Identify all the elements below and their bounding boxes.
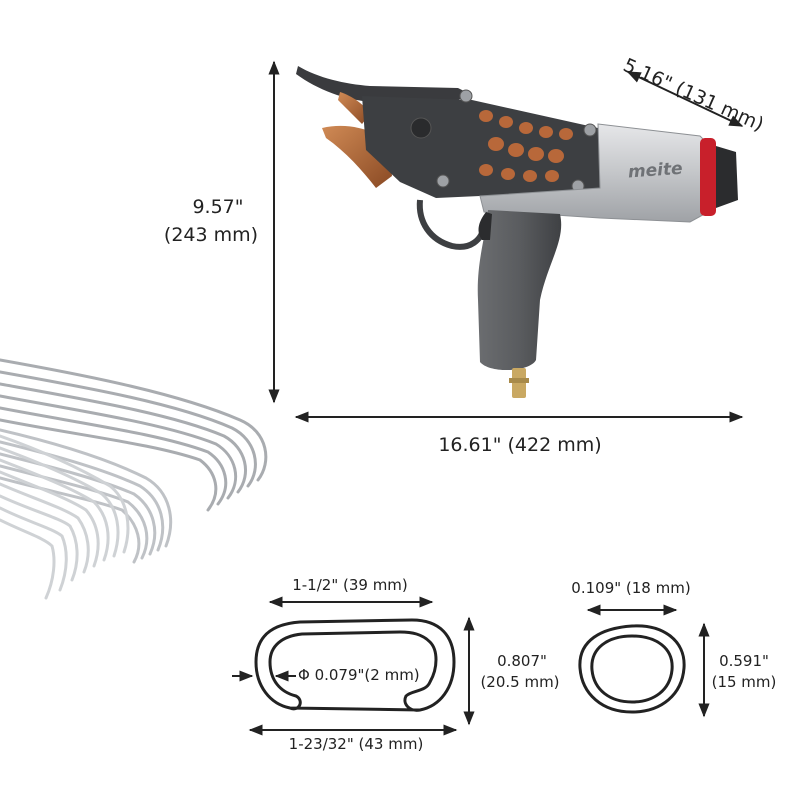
closed-ring-height-mm-label: (15 mm) [711, 673, 777, 691]
c-ring-bottom-width-label: 1-23/32" (43 mm) [288, 735, 424, 753]
air-fitting-nut [509, 378, 529, 383]
copper-jaw-top [338, 92, 370, 124]
c-ring-top-width-label: 1-1/2" (39 mm) [292, 576, 408, 594]
length-label: 16.61" (422 mm) [438, 434, 602, 456]
hog-ring-tool-illustration: meite [296, 66, 738, 398]
back-strip [0, 358, 268, 512]
c-ring-drawing [232, 596, 475, 736]
red-ring [700, 138, 716, 216]
closed-ring-height-inch-label: 0.591" [719, 652, 769, 670]
bolts [410, 89, 597, 193]
pistol-grip [477, 210, 562, 371]
brand-logo: meite [627, 159, 683, 183]
height-mm-label: (243 mm) [163, 224, 259, 246]
wire-diameter-label: Φ 0.079"(2 mm) [298, 666, 420, 684]
height-inch-label: 9.57" [192, 196, 244, 218]
end-cap [716, 146, 738, 208]
c-ring-height-mm-label: (20.5 mm) [480, 673, 560, 691]
trigger-guard [416, 199, 487, 250]
hog-ring-strips [0, 358, 268, 600]
c-ring-shape [254, 618, 456, 712]
closed-ring-shape [578, 624, 686, 714]
closed-ring-width-label: 0.109" (18 mm) [571, 579, 691, 597]
top-lever [296, 66, 470, 102]
closed-ring-drawing [578, 604, 710, 718]
width-dimension-arrow [626, 71, 744, 127]
plate-holes [479, 110, 573, 182]
c-ring-height-inch-label: 0.807" [497, 652, 547, 670]
side-plate [362, 96, 600, 198]
trigger [478, 212, 492, 240]
front-strip [0, 434, 130, 600]
